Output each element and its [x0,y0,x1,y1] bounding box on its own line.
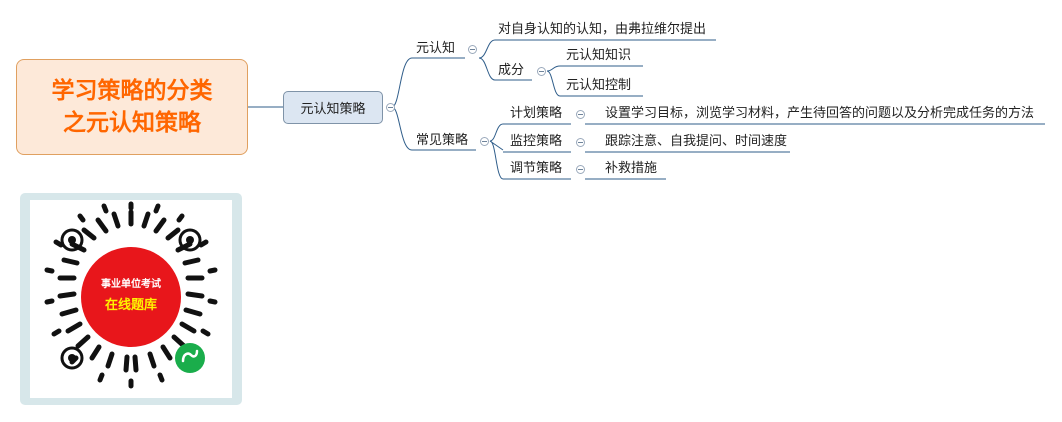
qr-badge-bottom-text: 在线题库 [105,297,157,312]
component-item[interactable]: 元认知知识 [566,48,632,63]
main-topic[interactable]: 元认知策略 [283,91,383,124]
collapse-icon[interactable] [537,67,546,76]
qr-badge-top-text: 事业单位考试 [101,277,161,290]
collapse-icon[interactable] [480,137,489,146]
component-item[interactable]: 元认知控制 [566,78,632,93]
collapse-icon[interactable] [468,45,477,54]
root-topic[interactable]: 学习策略的分类 之元认知策略 [16,59,248,155]
subtopic-components[interactable]: 成分 [498,63,525,78]
meta-definition[interactable]: 对自身认知的认知，由弗拉维尔提出 [498,22,707,37]
collapse-icon[interactable] [576,165,585,174]
qr-code-area[interactable]: 事业单位考试 在线题库 [30,200,232,398]
root-title-line-1: 学习策略的分类 [51,78,213,104]
strategy-description[interactable]: 补救措施 [605,161,658,176]
strategy-name[interactable]: 监控策略 [510,134,563,149]
qr-code-image: 事业单位考试 在线题库 [44,201,218,389]
collapse-icon[interactable] [386,103,395,112]
root-title-line-2: 之元认知策略 [63,110,201,136]
strategy-description[interactable]: 跟踪注意、自我提问、时间速度 [605,134,788,149]
collapse-icon[interactable] [576,110,585,119]
subtopic-meta[interactable]: 元认知 [416,41,456,56]
mini-program-logo-icon [175,343,205,373]
collapse-icon[interactable] [576,138,585,147]
subtopic-strategies[interactable]: 常见策略 [416,133,469,148]
strategy-name[interactable]: 调节策略 [510,161,563,176]
strategy-name[interactable]: 计划策略 [510,106,563,121]
strategy-description[interactable]: 设置学习目标，浏览学习材料，产生待回答的问题以及分析完成任务的方法 [605,106,1035,121]
